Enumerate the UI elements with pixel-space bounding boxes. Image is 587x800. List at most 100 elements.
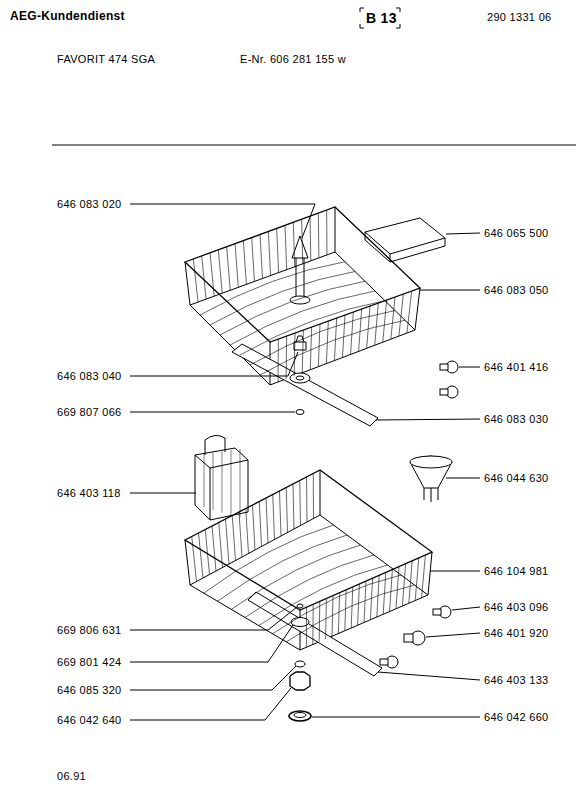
sheet-title: AEG-Kundendienst [10,10,125,23]
part-number: 646 083 040 [57,370,121,383]
basket-wire [193,259,198,302]
basket-wire [243,241,246,285]
basket-wire [310,216,312,261]
basket-wire [293,222,294,266]
header-text: 290 1331 06 [487,11,551,24]
wheel-axle [440,364,448,370]
basket-wire [415,558,419,601]
washer [295,661,305,667]
leader-line [378,672,480,680]
basket-wire [364,581,366,623]
rack-tine [218,535,348,601]
basket-wire [253,505,256,550]
rack-tine [210,272,355,326]
basket-wire [422,555,426,598]
rule-line [52,145,576,146]
static-art [52,8,576,721]
cutlery-basket-edge [195,435,248,520]
part-number: 646 403 096 [484,601,548,614]
basket-wire [306,477,308,522]
rack-tine [240,301,385,355]
small-washer [297,604,303,608]
part-number: 646 401 416 [484,361,548,374]
basket-wire [332,596,333,637]
basket-wire [391,297,395,339]
wheel-axle [433,609,441,615]
basket-wire [313,474,314,519]
basket-wire [278,339,279,382]
wheel-pair [440,361,458,398]
leader-line [130,625,293,662]
basket-wire [199,533,204,578]
basket-wire [293,484,294,529]
basket-wire [212,526,216,571]
basket-wire [260,235,263,279]
basket-wire [338,593,339,634]
basket-wire [202,256,206,299]
part-number: 646 065 500 [484,227,548,240]
basket-wire [407,291,412,333]
part-number: 646 042 660 [484,711,548,724]
part-number: 646 042 640 [57,714,121,727]
basket-wires [192,210,426,647]
leader-line [130,352,298,376]
leader-line [426,633,480,637]
part-number: 646 401 920 [484,627,548,640]
arm-hub-hole [296,376,304,380]
rack-tine [250,311,395,366]
arm-hub [290,373,310,383]
part-number: 646 083 030 [484,413,548,426]
leader-line [420,290,480,291]
leader-line [130,666,296,690]
lower-spray-arm [248,592,382,676]
rack-tine [231,545,360,609]
leader-line [312,717,480,718]
cutlery-tray-side [365,232,445,262]
basket-mesh [222,451,223,512]
basket-wire [286,488,287,533]
basket-wire [239,512,242,557]
basket-wire [286,336,288,379]
basket-wire [246,509,249,554]
rack-tine [200,262,345,315]
basket-wire [266,498,268,543]
basket-wire [219,523,223,568]
basket-mesh [231,450,232,515]
basket-wire [280,491,282,536]
basket-wire [310,327,311,370]
basket-wire [259,502,261,547]
rack-tine [286,585,414,642]
basket-wire [399,294,403,336]
small-washer [296,410,304,415]
part-number: 669 806 631 [57,624,121,637]
basket-wire [402,564,405,606]
header-bracket [360,8,400,28]
spray-tower [292,236,308,300]
basket-wire [351,587,353,628]
wheel-axle [380,659,388,665]
basket-wire [226,519,230,564]
basket-wire [302,219,303,264]
part-number: 646 403 118 [57,487,121,500]
wheel-set [380,606,451,668]
header-text: FAVORIT 474 SGA [57,53,155,66]
rack-tine [220,281,365,335]
wheel-axle [440,389,448,395]
basket-wire [273,495,275,540]
basket-wire [302,330,303,373]
basket-mesh [240,449,241,518]
leader-line [459,367,480,368]
upper-spray-arm [232,344,378,426]
leader-line [430,571,480,572]
rack-tine [273,575,402,634]
basket-wire [312,604,313,644]
basket-wire [205,530,209,575]
basket-mesh [213,453,214,510]
basket-mesh [204,454,205,508]
tower-base [290,296,310,304]
part-number: 646 083 050 [484,284,548,297]
basket-wire [367,306,370,348]
basket-wire [396,567,399,609]
basket-wire [375,303,379,345]
basket-wire [285,225,287,269]
